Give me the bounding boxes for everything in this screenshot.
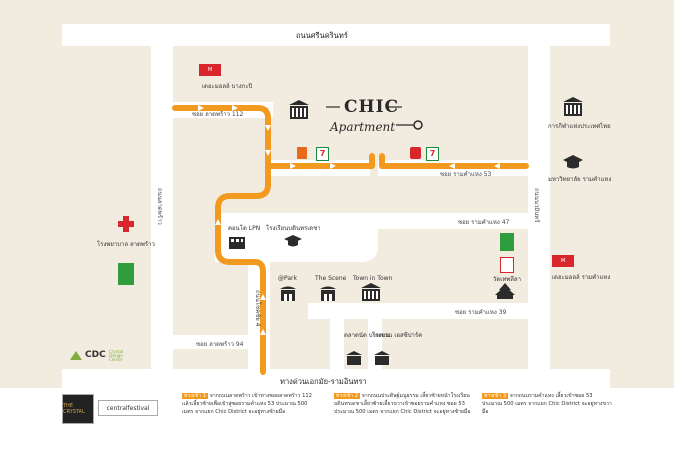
market-icon — [118, 263, 134, 285]
road-soi-47-link — [215, 213, 380, 229]
label-condo: คอนโด LPN — [228, 225, 261, 232]
route-note-2: ทางเข้า 2 จากถนนประดิษฐ์มนูธรรม เลี้ยวซ้… — [334, 392, 474, 416]
route-note-3-text: จากถนนรามคำแหง เลี้ยวเข้าซอย 53 ประมาณ 5… — [482, 393, 612, 415]
shopping-mall-icon — [280, 286, 296, 301]
seven-eleven-icon: 7 — [426, 147, 439, 161]
road-label-left: ถนนลาดพร้าว — [156, 188, 163, 225]
route-arrow — [494, 163, 500, 169]
road-label-soi-39: ซอย รามคำแหง 39 — [455, 309, 507, 316]
label-park: @Park — [278, 275, 297, 282]
road-label-top: ถนนศรีนครินทร์ — [296, 31, 348, 40]
route-arrow — [290, 163, 296, 169]
the-mall-icon: M — [199, 64, 221, 76]
road-label-soi-47: ซอย รามคำแหง 47 — [458, 219, 510, 226]
route-soi-112 — [172, 105, 271, 375]
road-soi-47 — [378, 213, 528, 229]
route-arrow — [330, 163, 336, 169]
label-temple: วัดเทพลีลา — [493, 276, 521, 283]
brand-name-top: CHIC — [344, 97, 400, 117]
road-label-soi-94: ซอย ลาดพร้าว 94 — [196, 341, 244, 348]
store-green-icon — [500, 233, 514, 251]
road-soi-94 — [173, 335, 248, 349]
road-label-soi-53: ซอย รามคำแหง 53 — [440, 171, 492, 178]
route-note-3-tag: ทางเข้า 3 — [482, 393, 509, 399]
label-sports: การกีฬาแห่งประเทศไทย — [548, 123, 611, 130]
condo-building-icon — [229, 237, 245, 249]
road-left — [151, 46, 173, 369]
road-right — [528, 46, 550, 369]
route-arrow — [260, 294, 266, 300]
brand-key-icon — [326, 106, 423, 130]
road-label-middle-vertical: ถนนโชคชัย 4 — [254, 290, 261, 327]
graduation-cap-icon — [563, 155, 583, 169]
cdc-logo-icon — [70, 351, 82, 360]
route-note-2-tag: ทางเข้า 2 — [334, 393, 361, 399]
road-top — [62, 24, 610, 46]
label-hospital: โรงพยาบาล ลาดพร้าว — [97, 241, 155, 248]
route-arrow — [449, 163, 455, 169]
label-scene: The Scene — [315, 275, 347, 282]
building-icon — [289, 100, 309, 119]
label-cdc-sub: Crystal Design Center — [109, 349, 124, 362]
label-town: Town in Town — [353, 275, 393, 282]
route-note-2-text: จากถนนประดิษฐ์มนูธรรม เลี้ยวซ้ายหน้าโรงเ… — [334, 393, 471, 415]
route-layer — [172, 105, 529, 375]
road-label-right: ถนนนวมินทร์ — [533, 188, 540, 223]
road-bottom — [62, 369, 610, 391]
road-soi-39 — [308, 303, 528, 319]
route-note-1-tag: ทางเข้า 1 — [182, 393, 209, 399]
brand-name-bottom: Apartment — [330, 120, 396, 134]
route-arrow — [265, 125, 271, 131]
temple-icon — [495, 283, 515, 299]
lotus-store-icon — [297, 147, 307, 159]
the-mall-icon: M — [552, 255, 574, 267]
label-university: มหาวิทยาลัย รามคำแหง — [548, 176, 612, 183]
road-label-bottom: ทางด่วนเอกมัย-รามอินทรา — [280, 377, 367, 386]
store-icon — [410, 147, 421, 159]
route-soi-53-left — [265, 153, 375, 169]
shopping-mall-icon — [320, 286, 336, 301]
hotel-building-icon — [374, 351, 390, 365]
route-arrow — [232, 105, 238, 111]
seven-eleven-icon: 7 — [316, 147, 329, 161]
central-festival-logo: centralfestival — [98, 400, 158, 416]
route-soi-53-right — [379, 153, 529, 169]
label-hotel: โรงแรม เอสซีปาร์ค — [372, 332, 423, 339]
label-market: ตลาดนัด บางเขน — [344, 332, 390, 339]
school-cap-icon — [284, 235, 302, 247]
town-in-town-icon — [361, 283, 381, 301]
route-arrows — [198, 105, 500, 335]
crystal-logo: THE CRYSTAL — [62, 394, 94, 424]
route-note-3: ทางเข้า 3 จากถนนรามคำแหง เลี้ยวเข้าซอย 5… — [482, 392, 614, 416]
label-mall-right: เดอะมอลล์ รามคำแหง — [552, 274, 611, 281]
hospital-cross-icon — [118, 216, 134, 232]
route-arrow — [265, 150, 271, 156]
label-school: โรงเรียนบดินทรเดชา — [266, 225, 321, 232]
road-label-soi-112: ซอย ลาดพร้าว 112 — [192, 111, 244, 118]
label-cdc: CDC — [85, 350, 106, 360]
shop-icon — [500, 257, 514, 273]
route-arrow — [215, 219, 221, 225]
route-arrow — [198, 105, 204, 111]
sports-authority-icon — [563, 97, 583, 116]
market-building-icon — [346, 351, 362, 365]
route-note-1: ทางเข้า 1 จากถนนลาดพร้าว เข้าทางซอยลาดพร… — [182, 392, 314, 416]
road-hotel-lane — [330, 319, 344, 369]
roads-layer — [62, 24, 610, 391]
label-mall-top: เดอะมอลล์ บางกะปิ — [202, 83, 253, 90]
route-arrow — [260, 329, 266, 335]
route-note-1-text: จากถนนลาดพร้าว เข้าทางซอยลาดพร้าว 112 แล… — [182, 393, 312, 415]
